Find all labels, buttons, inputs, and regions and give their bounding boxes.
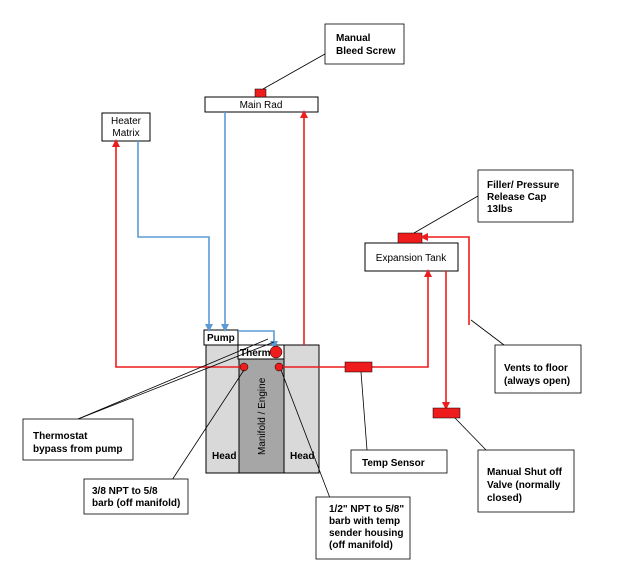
bleed-screw-text-1: Manual (336, 33, 371, 44)
npt-1-2-leader (280, 369, 331, 499)
filler-cap-text-1: Filler/ Pressure (487, 180, 560, 191)
bypass-text-2: bypass from pump (33, 444, 122, 455)
bleed-screw-leader (262, 49, 333, 90)
npt-1-2-text-2: barb with temp (329, 516, 400, 527)
temp-sensor-fitting (344, 361, 373, 373)
manifold-engine-label: Manifold / Engine (257, 377, 268, 455)
npt-3-8-text-1: 3/8 NPT to 5/8 (92, 486, 158, 497)
right-head-label: Head (290, 451, 314, 462)
npt-3-8-text-2: barb (off manifold) (92, 498, 180, 509)
bleed-screw-text-2: Bleed Screw (336, 46, 396, 57)
heater-matrix-label-1: Heater (111, 116, 142, 127)
shutoff-valve-leader (454, 417, 488, 452)
vent-line (420, 233, 470, 325)
filler-cap-fitting (397, 232, 423, 244)
shutoff-valve-text-3: closed) (487, 493, 522, 504)
npt-3-8-leader (171, 369, 245, 481)
bypass-leader-2 (77, 341, 275, 420)
vents-text-2: (always open) (504, 376, 570, 387)
bypass-leader-1 (77, 338, 269, 420)
npt-1-2-callout (315, 496, 411, 560)
npt-1-2-text-4: (off manifold) (329, 540, 393, 551)
npt-1-2-text-1: 1/2" NPT to 5/8" (329, 504, 404, 515)
shutoff-valve-text-1: Manual Shut off (487, 467, 563, 478)
npt-3-8-fitting (239, 362, 249, 372)
shutoff-valve-text-2: Valve (normally (487, 480, 561, 491)
bypass-callout (22, 418, 134, 461)
temp-sensor-callout (350, 449, 448, 474)
npt-3-8-callout (83, 478, 189, 515)
therm-label: Therm (240, 348, 271, 359)
pump-bypass-line (238, 330, 278, 349)
vents-callout (494, 344, 582, 394)
manifold-to-tank-line (278, 269, 432, 368)
bleed-screw-fitting (254, 88, 267, 98)
pump-label: Pump (207, 333, 235, 344)
filler-cap-leader (413, 195, 479, 234)
npt-1-2-fitting (274, 362, 284, 372)
shutoff-valve-callout (477, 449, 575, 513)
filler-cap-callout (477, 169, 574, 223)
npt-1-2-text-3: sender housing (329, 528, 403, 539)
filler-cap-text-3: 13lbs (487, 204, 513, 215)
temp-sensor-leader (360, 371, 368, 451)
expansion-tank-label: Expansion Tank (376, 253, 447, 264)
vents-text-1: Vents to floor (504, 363, 568, 374)
heater-to-pump-line (137, 141, 213, 332)
bypass-text-1: Thermostat (33, 431, 88, 442)
bleed-screw-callout (324, 23, 405, 65)
temp-sensor-text: Temp Sensor (362, 458, 425, 469)
filler-cap-text-2: Release Cap (487, 192, 546, 203)
main-rad-label: Main Rad (240, 100, 283, 111)
shutoff-valve-fitting (432, 407, 461, 419)
heater-matrix-label-2: Matrix (112, 128, 139, 139)
thermostat-housing-fitting (269, 345, 283, 359)
vents-leader (470, 319, 505, 346)
left-head-label: Head (212, 451, 236, 462)
heater-matrix-box (101, 112, 151, 142)
